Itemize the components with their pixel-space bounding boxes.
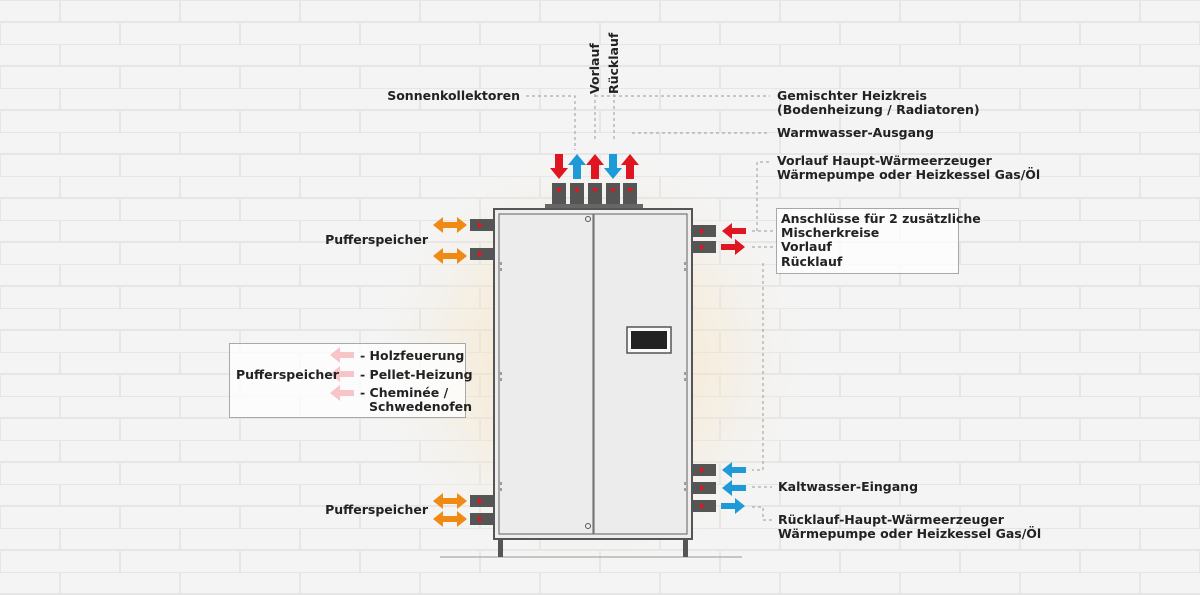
right-arrows [721,223,746,514]
label-pufferspeicher-bottom: Pufferspeicher [325,502,428,517]
arrow-right-blue [721,498,745,514]
label-ruecklauf-haupt-2: Wärmepumpe oder Heizkessel Gas/Öl [778,526,1042,541]
leader-lines [526,94,776,521]
tank-leg-right [683,539,688,557]
buffer-arrow-top-2 [433,248,467,264]
label-mischer-2: Mischerkreise [781,225,880,240]
door-screw-bottom [585,523,591,529]
arrow-up-blue [568,154,586,179]
tank-top-cap [545,204,643,210]
label-mischer-1: Anschlüsse für 2 zusätzliche [781,211,981,226]
buffer-arrow-bottom-2 [433,511,467,527]
label-mischer-vorlauf: Vorlauf [781,239,832,254]
label-pufferspeicher-mid: Pufferspeicher [236,367,339,382]
label-kaltwasser: Kaltwasser-Eingang [778,479,919,494]
legend-box-left [229,343,466,418]
buffer-arrow-top-1 [433,217,467,233]
arrow-right-red [721,239,745,255]
label-cheminee-2: Schwedenofen [369,399,473,414]
arrow-left-blue-1 [722,462,746,478]
label-warmwasser: Warmwasser-Ausgang [777,125,934,140]
label-heizkreis-2: (Bodenheizung / Radiatoren) [777,102,980,117]
leader-sonnenkollektoren [526,95,576,150]
tank [493,204,693,557]
label-mischer-ruecklauf: Rücklauf [781,254,843,269]
label-vorlauf-haupt-1: Vorlauf Haupt-Wärmeerzeuger [777,153,992,168]
legend-box-mischer [776,208,959,274]
label-ruecklauf: Rücklauf [606,32,621,94]
label-ruecklauf-haupt-1: Rücklauf-Haupt-Wärmeerzeuger [778,512,1004,527]
leader-vorlauf-haupt [756,161,770,231]
buffer-arrow-bottom-1 [433,493,467,509]
label-vorlauf: Vorlauf [587,43,602,94]
tank-door-left [498,213,594,535]
tank-leg-left [498,539,503,557]
top-arrows [550,154,639,179]
buffer-arrows [433,217,467,527]
control-display-screen [631,331,667,349]
arrow-up-red [586,154,604,179]
label-sonnenkollektoren: Sonnenkollektoren [387,88,520,103]
hinges [500,262,686,491]
label-vorlauf-haupt-2: Wärmepumpe oder Heizkessel Gas/Öl [777,167,1041,182]
arrow-down-red [550,154,568,179]
pipe-red-marks [478,222,705,522]
arrow-left-red [722,223,746,239]
label-holzfeuerung: - Holzfeuerung [360,348,465,363]
label-cheminee-1: - Cheminée / [360,385,449,400]
label-pufferspeicher-top: Pufferspeicher [325,232,428,247]
tank-door-right [593,213,688,535]
top-pipes [552,183,637,207]
leader-mischer-ruecklauf [752,263,764,471]
arrow-up-red-2 [621,154,639,179]
door-screw-top [585,216,591,222]
label-heizkreis-1: Gemischter Heizkreis [777,88,927,103]
arrow-down-blue [604,154,622,179]
arrow-left-blue-2 [722,480,746,496]
label-pellet: - Pellet-Heizung [360,367,473,382]
